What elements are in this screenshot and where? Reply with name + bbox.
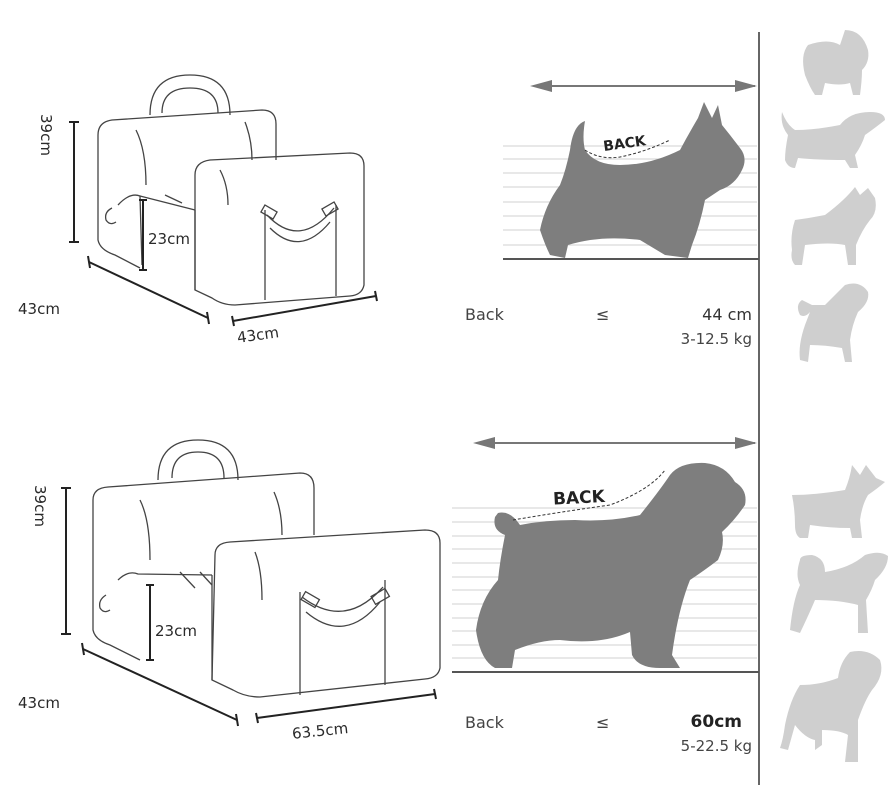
large-spec-label: Back xyxy=(465,713,504,732)
small-spec-length: 44 cm xyxy=(702,305,752,324)
pomeranian-silhouette-icon xyxy=(803,30,869,95)
large-back-label: BACK xyxy=(553,487,607,510)
small-inner-height-label: 23cm xyxy=(148,230,190,248)
large-dimension-lines xyxy=(61,487,437,727)
small-spec-operator: ≤ xyxy=(596,305,610,324)
bulldog-silhouette-icon xyxy=(791,187,876,265)
dachshund-silhouette-icon xyxy=(781,112,885,168)
small-bed-drawing xyxy=(97,74,365,306)
small-height-label: 39cm xyxy=(37,114,55,156)
small-spec-weight: 3-12.5 kg xyxy=(680,330,752,348)
large-spec-length: 60cm xyxy=(690,712,742,732)
retriever-silhouette-icon xyxy=(780,651,882,762)
large-depth-label: 43cm xyxy=(18,694,60,712)
poodle-silhouette-icon xyxy=(797,283,869,362)
large-spec-operator: ≤ xyxy=(596,713,610,732)
shiba-silhouette-icon xyxy=(790,552,888,633)
large-dog-panel: BACK xyxy=(452,437,759,673)
large-spec-weight: 5-22.5 kg xyxy=(680,737,752,755)
large-inner-height-label: 23cm xyxy=(155,622,197,640)
small-spec-label: Back xyxy=(465,305,504,324)
large-bed-drawing xyxy=(92,439,441,698)
scottie-silhouette-icon xyxy=(540,102,745,258)
small-dog-panel: BACK xyxy=(503,80,759,260)
corgi-silhouette-icon xyxy=(792,465,885,538)
side-breed-silhouettes xyxy=(780,30,888,762)
small-dimension-lines xyxy=(69,121,378,327)
large-height-label: 39cm xyxy=(31,485,49,527)
small-back-label: BACK xyxy=(602,133,648,155)
spaniel-silhouette-icon xyxy=(476,462,746,668)
small-depth-label: 43cm xyxy=(18,300,60,318)
